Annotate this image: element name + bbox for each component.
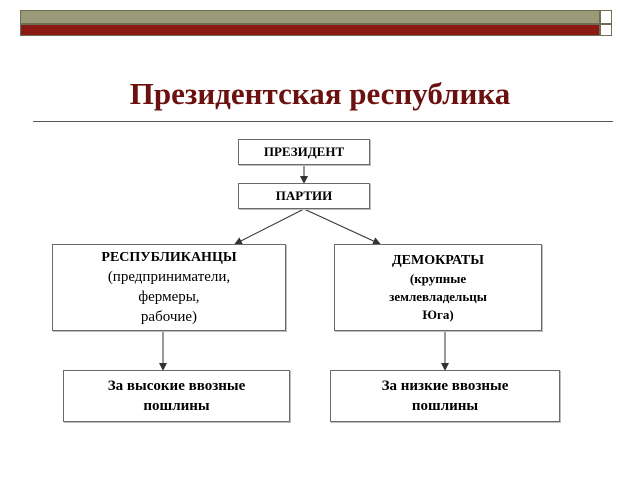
- arrow-parties-to-republicans: [234, 208, 305, 245]
- arrow-parties-to-democrats: [303, 208, 381, 245]
- democrats-line-3: Юга): [422, 307, 454, 322]
- header-bar-olive: [20, 10, 600, 24]
- slide-title: Президентская республика: [129, 76, 511, 111]
- box-parties: ПАРТИИ: [238, 183, 370, 209]
- box-democrats: ДЕМОКРАТЫ (крупные землевладельцы Юга): [334, 244, 542, 331]
- low-tariffs-line-1: За низкие ввозные: [381, 378, 509, 394]
- democrats-name: ДЕМОКРАТЫ: [392, 253, 484, 268]
- democrats-line-2: землевладельцы: [389, 289, 487, 304]
- republicans-line-2: фермеры,: [138, 289, 200, 305]
- title-divider: [33, 121, 613, 122]
- parties-label: ПАРТИИ: [275, 188, 333, 203]
- republicans-line-3: рабочие): [140, 309, 198, 325]
- high-tariffs-line-1: За высокие ввозные: [107, 378, 246, 394]
- democrats-line-1: (крупные: [409, 271, 467, 286]
- republicans-line-1: (предприниматели,: [107, 269, 231, 285]
- box-republicans: РЕСПУБЛИКАНЦЫ (предприниматели, фермеры,…: [52, 244, 286, 331]
- header-bar-red: [20, 24, 600, 36]
- president-label: ПРЕЗИДЕНТ: [263, 144, 345, 159]
- box-low-tariffs: За низкие ввозные пошлины: [330, 370, 560, 422]
- low-tariffs-line-2: пошлины: [411, 398, 479, 414]
- header-bar-corner-bottom: [600, 24, 612, 36]
- header-bar-corner-top: [600, 10, 612, 24]
- republicans-name: РЕСПУБЛИКАНЦЫ: [101, 250, 237, 265]
- box-high-tariffs: За высокие ввозные пошлины: [63, 370, 290, 422]
- box-president: ПРЕЗИДЕНТ: [238, 139, 370, 165]
- high-tariffs-line-2: пошлины: [143, 398, 210, 414]
